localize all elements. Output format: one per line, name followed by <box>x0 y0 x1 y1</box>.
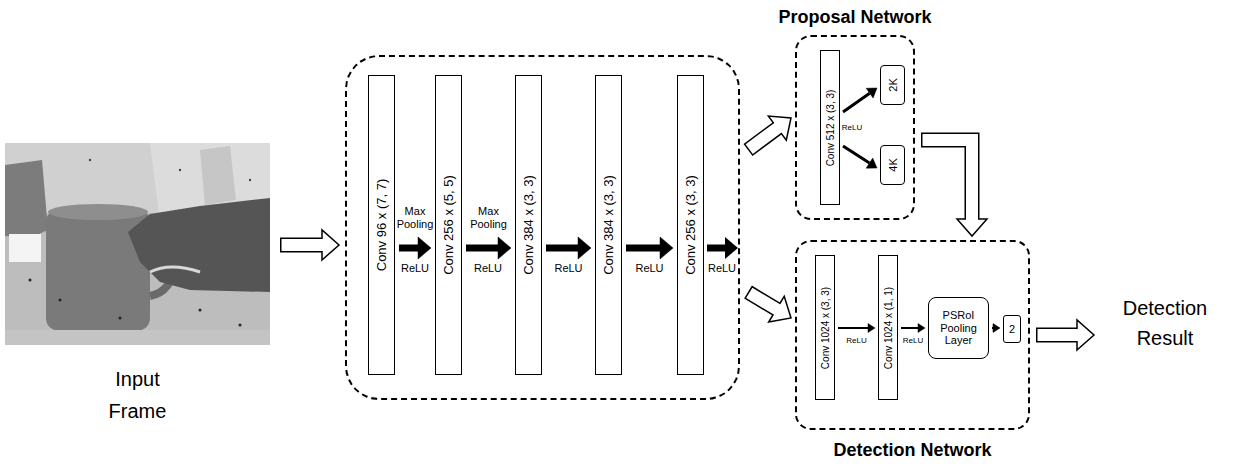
arrow-shaft <box>921 140 972 219</box>
arrow-head <box>918 324 925 333</box>
flow-arrow <box>546 237 591 259</box>
conv-layer: Conv 256 x (5, 5) <box>435 75 462 375</box>
layer-label: Conv 96 x (7, 7) <box>374 179 388 272</box>
arrow-head <box>498 237 511 259</box>
arrow-shaft <box>838 327 868 329</box>
activation-label: ReLU <box>468 262 508 275</box>
arrow-shaft <box>843 93 870 112</box>
edge-label: ReLU <box>842 336 872 345</box>
arrow-shaft <box>923 140 973 221</box>
arrow-shaft <box>282 239 325 251</box>
flow-arrow <box>838 324 875 333</box>
arrow-head <box>957 219 987 236</box>
flow-arrow <box>626 237 673 259</box>
layer-label: Conv 384 x (3, 3) <box>521 175 535 275</box>
layer-label: Conv 512 x (3, 3) <box>825 89 836 166</box>
conv-layer: Conv 512 x (3, 3) <box>820 50 840 205</box>
activation-label: ReLU <box>702 262 742 275</box>
edge-label: Max Pooling <box>465 205 513 230</box>
flow-arrow <box>466 237 511 259</box>
arrow-head <box>322 230 339 260</box>
arrow-shaft <box>399 245 418 252</box>
output-box: 2 <box>1003 315 1021 343</box>
layer-label: Conv 1024 x (1, 1) <box>883 286 894 368</box>
relu-arrow <box>707 237 738 259</box>
result-label: Detection Result <box>1100 293 1230 353</box>
detection-network: Detection NetworkConv 1024 x (3, 3)Conv … <box>795 240 1030 430</box>
arrow-shaft <box>749 127 779 149</box>
pooling-layer: PSRoI Pooling Layer <box>928 297 989 359</box>
conv-layer: Conv 1024 x (3, 3) <box>815 255 835 400</box>
layer-label: Conv 384 x (3, 3) <box>601 175 615 275</box>
conv-layer: Conv 384 x (3, 3) <box>595 75 622 375</box>
flow-arrow <box>992 324 1000 333</box>
block-arrow <box>280 230 339 260</box>
conv-layer: Conv 256 x (3, 3) <box>677 75 704 375</box>
input-frame: Input Frame <box>5 143 270 427</box>
edge-label: Max Pooling <box>391 205 439 230</box>
arrow-head <box>866 88 877 98</box>
layer-label: 2 <box>1009 323 1015 336</box>
conv-layer: Conv 384 x (3, 3) <box>515 75 542 375</box>
block-arrow <box>1036 320 1094 350</box>
layer-label: PSRoI Pooling Layer <box>932 309 985 347</box>
arrow-head <box>578 237 591 259</box>
arrow-head <box>866 158 877 168</box>
arrow-head <box>660 237 673 259</box>
layer-label: Conv 256 x (5, 5) <box>441 175 455 275</box>
block-arrow <box>748 292 791 322</box>
edge-label: ReLU <box>898 336 928 345</box>
layer-label: 2K <box>886 78 898 91</box>
arrow-head <box>868 324 875 333</box>
block-arrow <box>748 116 791 150</box>
block-arrow <box>921 140 987 236</box>
edge-label: ReLU <box>630 262 670 275</box>
arrow-shaft <box>626 245 660 252</box>
output-box: 2K <box>880 65 905 105</box>
conv-layer: Conv 1024 x (1, 1) <box>878 255 898 400</box>
input-label: Input Frame <box>98 363 178 427</box>
arrow-shaft <box>901 327 918 329</box>
flow-arrow <box>843 146 877 168</box>
activation-label: ReLU <box>395 262 435 275</box>
arrow-head <box>418 237 431 259</box>
group-title: Detection Network <box>833 440 991 462</box>
detection-result: Detection Result <box>1100 293 1230 353</box>
flow-arrow <box>843 88 877 112</box>
arrow-shaft <box>466 245 498 252</box>
depth-image <box>5 143 270 345</box>
output-box: 4K <box>880 145 905 185</box>
flow-arrow <box>901 324 925 333</box>
group-title: Proposal Network <box>778 7 931 29</box>
layer-label: Conv 256 x (3, 3) <box>683 175 697 275</box>
conv-layer: Conv 96 x (7, 7) <box>368 75 395 375</box>
arrow-shaft <box>843 146 869 163</box>
layer-label: Conv 1024 x (3, 3) <box>820 286 831 368</box>
arrow-shaft <box>749 293 778 310</box>
arrow-head <box>993 324 1000 333</box>
edge-label: ReLU <box>549 262 589 275</box>
layer-label: 4K <box>886 158 898 171</box>
arrow-shaft <box>1038 329 1080 341</box>
flow-arrow <box>399 237 431 259</box>
arrow-shaft <box>546 245 578 252</box>
arrow-head <box>1077 320 1094 350</box>
activation-label: ReLU <box>840 123 864 132</box>
